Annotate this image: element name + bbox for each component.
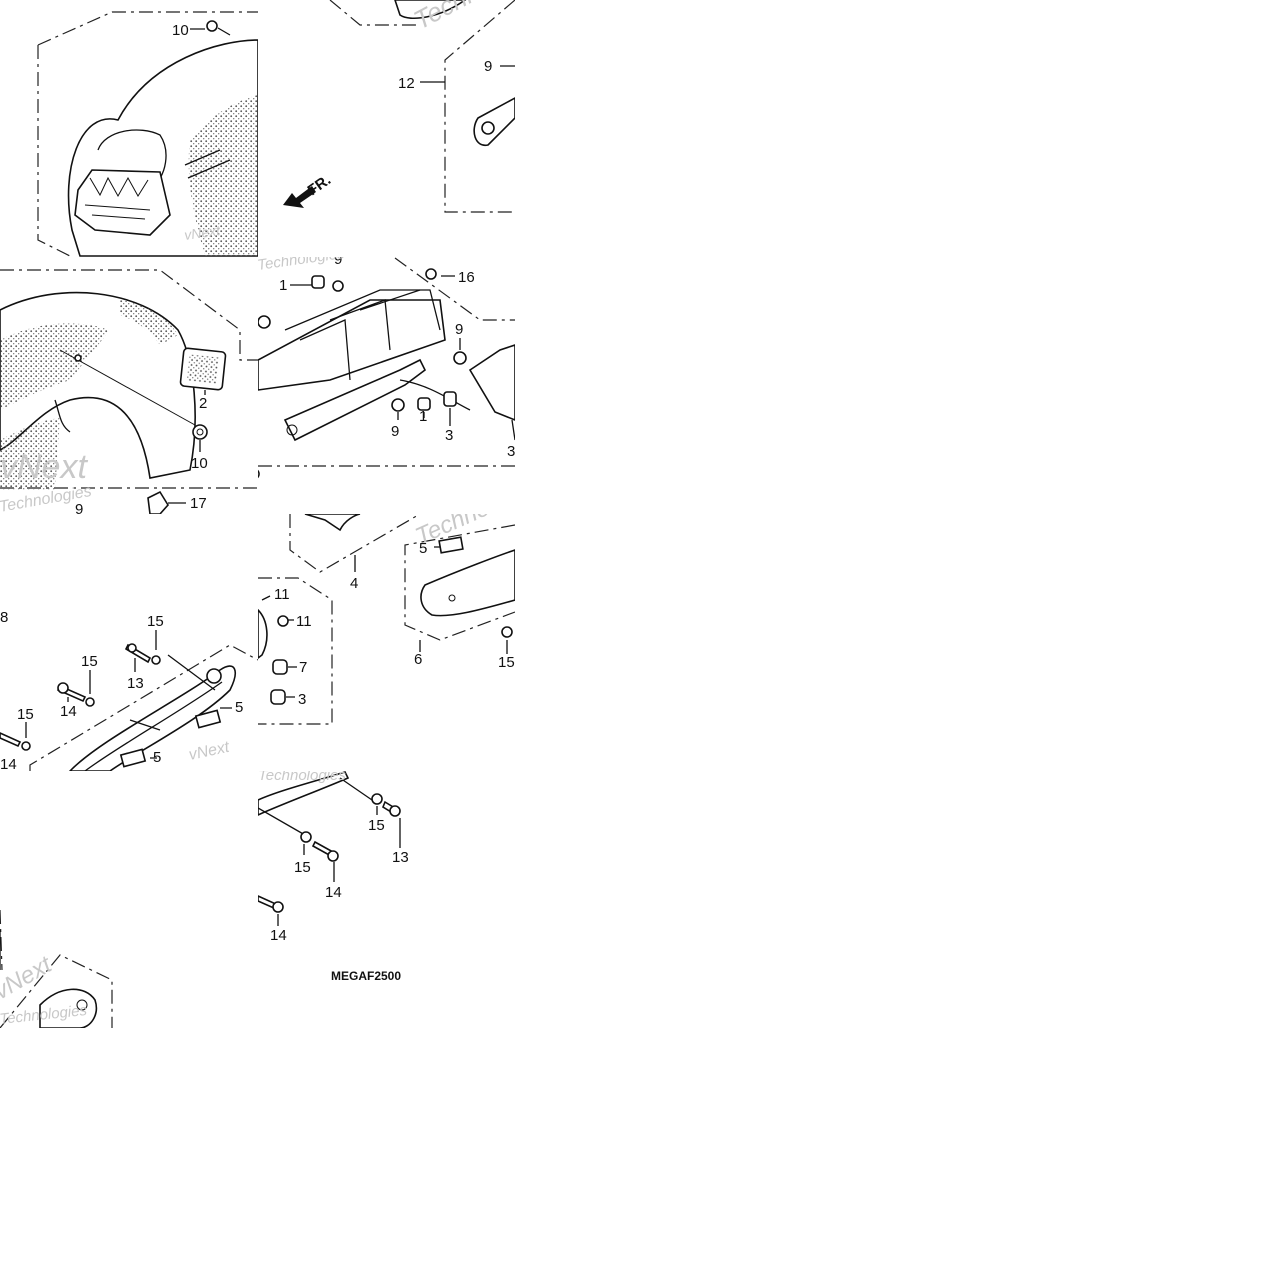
callout-13: 13 — [127, 675, 144, 692]
watermark-text: Technologies — [411, 469, 550, 551]
callout-1: 1 — [279, 277, 287, 294]
callout-13: 13 — [392, 849, 409, 866]
tile-seat-bracket: 12 9 FR. Technologies — [283, 0, 558, 213]
callout-9: 9 — [455, 321, 463, 338]
tile-fasteners: 15 13 15 14 14 MEGAF2500 Technologies — [258, 767, 409, 983]
watermark-text: Technologies — [409, 0, 558, 35]
callout-14: 14 — [60, 703, 77, 720]
callout-14: 14 — [270, 927, 287, 944]
callout-15: 15 — [17, 706, 34, 723]
callout-5: 5 — [153, 749, 161, 766]
tile-fender-reflector: 2 10 17 9 vNext Technologies — [0, 269, 258, 518]
callout-17: 17 — [190, 495, 207, 512]
callout-1: 1 — [419, 408, 427, 425]
watermark-text: vNext — [0, 448, 88, 486]
tile-small-parts: 4 11 11 7 3 5 6 15 Technologies 5 — [237, 469, 550, 776]
callout-15: 15 — [294, 859, 311, 876]
callout-14: 14 — [325, 884, 342, 901]
callout-9: 9 — [334, 251, 342, 268]
callout-5: 5 — [237, 759, 245, 776]
callout-4: 4 — [350, 575, 358, 592]
watermark-text: vNext — [183, 222, 222, 243]
callout-16: 16 — [458, 269, 475, 286]
callout-15: 15 — [81, 653, 98, 670]
callout-6: 6 — [414, 651, 422, 668]
callout-11: 11 — [296, 613, 312, 630]
callout-15: 15 — [147, 613, 164, 630]
callout-10: 10 — [191, 455, 208, 472]
callout-5: 5 — [235, 699, 243, 716]
callout-3: 3 — [507, 443, 515, 460]
callout-12: 12 — [398, 75, 415, 92]
callout-2: 2 — [199, 395, 207, 412]
watermark-text: Technologies — [256, 245, 346, 274]
tile-rear-frame: 1 9 16 9 9 1 3 3 Technologies — [256, 245, 515, 479]
callout-11: 11 — [274, 586, 290, 603]
tile-bracket-corner: vNext Technologies — [0, 909, 113, 1028]
callout-3: 3 — [445, 427, 453, 444]
callout-9: 9 — [484, 58, 492, 75]
callout-8: 8 — [0, 609, 8, 626]
callout-9: 9 — [391, 423, 399, 440]
drawing-code: MEGAF2500 — [331, 969, 401, 983]
callout-15: 15 — [498, 654, 515, 671]
watermark-text: Technologies — [258, 767, 346, 784]
watermark-text: vNext — [187, 739, 231, 764]
callout-14: 14 — [0, 756, 17, 773]
callout-15: 15 — [368, 817, 385, 834]
callout-5: 5 — [419, 540, 427, 557]
bolt-group — [0, 643, 161, 751]
tile-rear-fender-upper: 10 vNext — [37, 11, 258, 257]
front-direction-arrow: FR. — [283, 171, 334, 208]
callout-10: 10 — [172, 22, 189, 39]
callout-3: 3 — [298, 691, 306, 708]
callout-7: 7 — [299, 659, 307, 676]
callout-9: 9 — [75, 501, 83, 518]
tile-side-cover-left: 8 15 15 13 15 14 14 5 5 vNext — [0, 609, 258, 773]
